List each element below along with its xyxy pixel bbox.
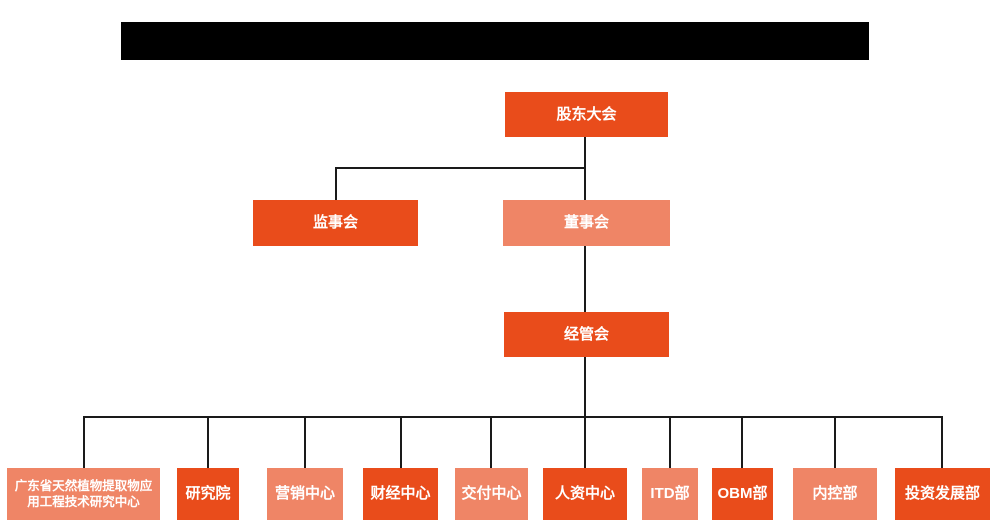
node-investment-development-department[interactable]: 投资发展部	[895, 468, 990, 520]
node-research-institute[interactable]: 研究院	[177, 468, 239, 520]
node-finance-center[interactable]: 财经中心	[363, 468, 438, 520]
node-management-committee[interactable]: 经管会	[504, 312, 669, 357]
connector-line	[669, 416, 671, 468]
connector-line	[335, 167, 337, 200]
node-label: OBM部	[717, 485, 768, 503]
node-label: ITD部	[650, 485, 690, 503]
node-obm-department[interactable]: OBM部	[712, 468, 773, 520]
node-label: 董事会	[563, 214, 609, 232]
connector-line	[335, 167, 586, 169]
node-label: 股东大会	[556, 105, 617, 123]
node-internal-control-department[interactable]: 内控部	[793, 468, 877, 520]
node-label: 交付中心	[461, 485, 522, 503]
connector-line	[207, 416, 209, 468]
connector-line	[83, 416, 943, 418]
connector-line	[304, 416, 306, 468]
node-shareholders-meeting[interactable]: 股东大会	[505, 92, 668, 137]
connector-line	[741, 416, 743, 468]
node-research-center[interactable]: 广东省天然植物提取物应用工程技术研究中心	[7, 468, 160, 520]
connector-line	[83, 416, 85, 468]
connector-line	[584, 167, 586, 200]
node-label: 人资中心	[554, 485, 615, 503]
node-label: 经管会	[563, 325, 609, 343]
node-label: 监事会	[312, 214, 358, 232]
connector-line	[490, 416, 492, 468]
node-label: 投资发展部	[904, 485, 980, 503]
connector-line	[584, 246, 586, 312]
connector-line	[584, 416, 586, 468]
node-board-of-directors[interactable]: 董事会	[503, 200, 670, 246]
node-hr-center[interactable]: 人资中心	[543, 468, 627, 520]
node-itd-department[interactable]: ITD部	[642, 468, 698, 520]
node-marketing-center[interactable]: 营销中心	[267, 468, 343, 520]
node-label: 营销中心	[274, 485, 335, 503]
connector-line	[584, 357, 586, 417]
node-label: 财经中心	[370, 485, 431, 503]
node-supervisory-board[interactable]: 监事会	[253, 200, 418, 246]
connector-line	[584, 137, 586, 168]
redacted-title-bar	[121, 22, 869, 60]
node-label: 研究院	[185, 485, 231, 503]
node-delivery-center[interactable]: 交付中心	[455, 468, 528, 520]
connector-line	[400, 416, 402, 468]
connector-line	[941, 416, 943, 468]
node-label: 内控部	[812, 485, 858, 503]
node-label: 广东省天然植物提取物应用工程技术研究中心	[14, 478, 153, 509]
connector-line	[834, 416, 836, 468]
